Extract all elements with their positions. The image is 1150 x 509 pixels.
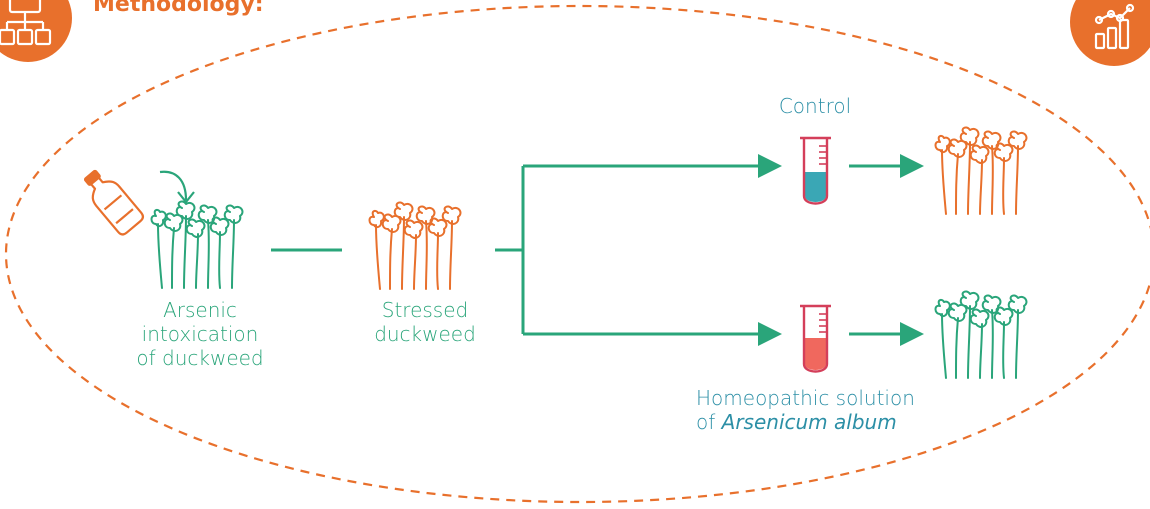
duckweed-icon: [934, 126, 1028, 215]
outcome-arrow: [849, 322, 924, 346]
dashed-boundary: [5, 4, 1150, 504]
homeopathic-label: Homeopathic solution of Arsenicum album: [696, 386, 915, 434]
duckweed-icon: [150, 200, 244, 289]
control-label: Control: [778, 94, 852, 118]
curved-arrow: [159, 170, 195, 204]
test-tube-icon: [800, 136, 831, 205]
arrow-head: [758, 322, 782, 346]
test-tube-icon: [800, 304, 831, 373]
outcome-arrow: [849, 154, 924, 178]
chart-icon: [1070, 0, 1150, 66]
page-title: Methodology:: [93, 0, 264, 17]
hierarchy-icon: [0, 0, 72, 62]
bottle-icon: [83, 169, 145, 236]
duckweed-icon: [368, 201, 462, 290]
stressed-label: Stressed duckweed: [374, 298, 476, 346]
branch-connector: [495, 164, 762, 336]
arsenic-label: Arsenic intoxication of duckweed: [136, 298, 264, 370]
duckweed-icon: [934, 290, 1028, 379]
arrow-head: [758, 154, 782, 178]
